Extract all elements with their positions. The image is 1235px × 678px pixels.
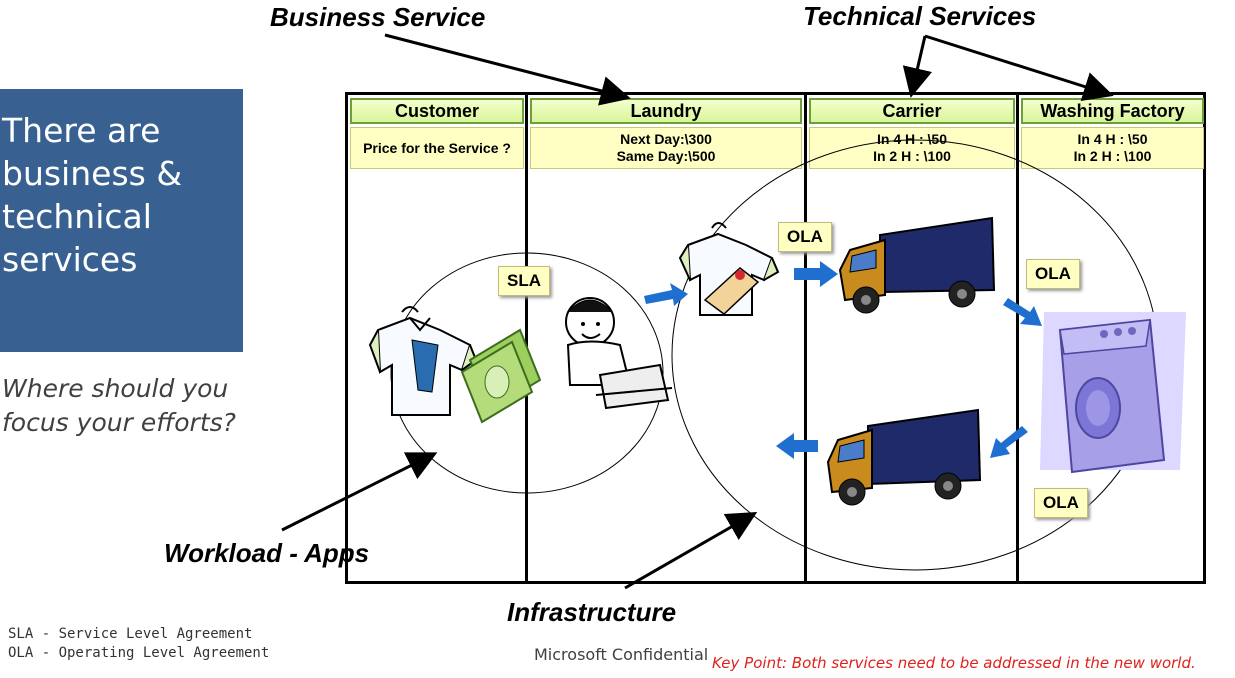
arrow-icon bbox=[1003, 298, 1042, 326]
truck-icon bbox=[838, 216, 996, 314]
confidential-label: Microsoft Confidential bbox=[534, 645, 709, 664]
column-divider bbox=[525, 95, 528, 581]
focus-question: Where should you focus your efforts? bbox=[2, 374, 236, 437]
technical-services-pointer bbox=[924, 34, 1114, 102]
price-line: Same Day:\500 bbox=[616, 148, 716, 164]
price-line: In 4 H : \50 bbox=[1077, 131, 1148, 147]
workload-label: Workload - Apps bbox=[164, 538, 370, 568]
header-carrier: Carrier bbox=[809, 98, 1015, 124]
business-service-pointer bbox=[384, 33, 631, 106]
ola-tag-carrier: OLA bbox=[778, 222, 832, 252]
headline-panel: There are business & technical services bbox=[0, 89, 243, 352]
sla-tag: SLA bbox=[498, 266, 550, 296]
arrow-icon bbox=[794, 261, 838, 287]
ola-tag-return: OLA bbox=[1034, 488, 1088, 518]
price-line: In 2 H : \100 bbox=[873, 148, 951, 164]
header-customer: Customer bbox=[350, 98, 524, 124]
tagged-shirt-icon bbox=[678, 222, 780, 316]
arrow-icon bbox=[776, 433, 818, 459]
price-line: In 4 H : \50 bbox=[876, 131, 948, 147]
sla-definition: SLA - Service Level Agreement bbox=[8, 626, 253, 642]
washing-machine-icon bbox=[1040, 312, 1186, 474]
service-table: Customer Laundry Carrier Washing Factory… bbox=[345, 92, 1206, 584]
header-laundry: Laundry bbox=[530, 98, 802, 124]
money-icon bbox=[460, 328, 542, 424]
infrastructure-label: Infrastructure bbox=[507, 597, 677, 627]
technical-services-pointer bbox=[902, 35, 933, 98]
price-line: Price for the Service ? bbox=[363, 139, 511, 156]
ola-definition: OLA - Operating Level Agreement bbox=[8, 645, 270, 661]
key-point: Key Point: Both services need to be addr… bbox=[712, 654, 1196, 672]
truck-icon bbox=[826, 408, 982, 506]
workload-pointer bbox=[281, 452, 438, 532]
clerk-icon bbox=[565, 297, 673, 410]
arrow-icon bbox=[644, 283, 688, 306]
infrastructure-pointer bbox=[624, 512, 758, 590]
business-service-label: Business Service bbox=[270, 2, 486, 32]
shirt-icon bbox=[368, 306, 478, 416]
arrow-icon bbox=[990, 426, 1028, 458]
price-customer: Price for the Service ? bbox=[350, 127, 524, 169]
price-laundry: Next Day:\300 Same Day:\500 bbox=[530, 127, 802, 169]
ola-tag-factory: OLA bbox=[1026, 259, 1080, 289]
price-line: Next Day:\300 bbox=[620, 131, 712, 147]
column-divider bbox=[804, 95, 807, 581]
technical-services-label: Technical Services bbox=[803, 1, 1037, 31]
headline-text: There are business & technical services bbox=[2, 111, 183, 279]
column-divider bbox=[1016, 95, 1019, 581]
price-washing-factory: In 4 H : \50 In 2 H : \100 bbox=[1021, 127, 1204, 169]
price-line: In 2 H : \100 bbox=[1073, 148, 1152, 164]
